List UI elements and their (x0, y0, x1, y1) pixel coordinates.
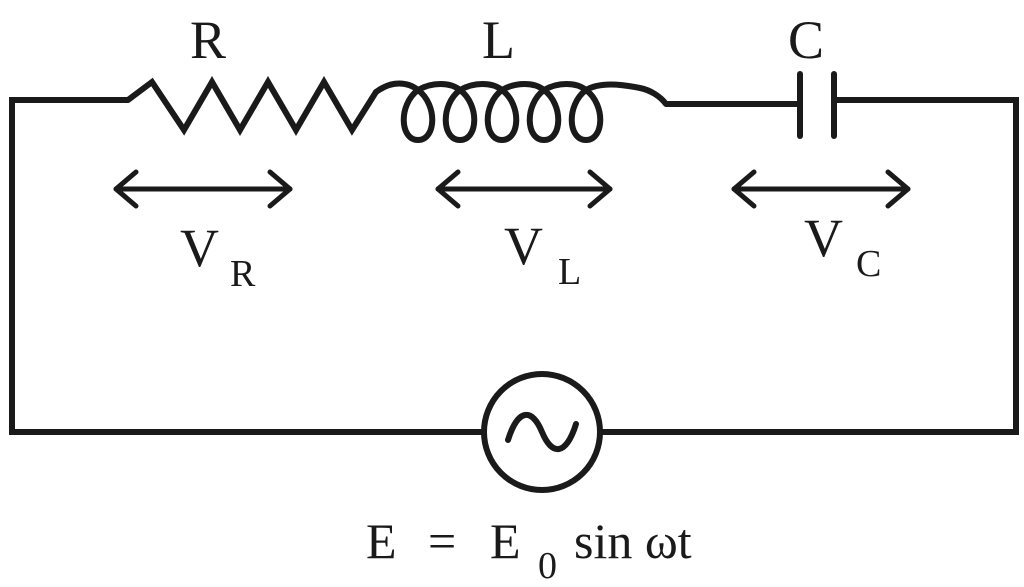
voltage-inductor-main: V (504, 216, 543, 276)
resistor (125, 76, 379, 136)
resistor-label: R (190, 10, 226, 70)
voltage-capacitor-main: V (804, 208, 843, 268)
voltage-inductor-sub: L (558, 251, 581, 293)
voltage-capacitor-sub: C (856, 243, 881, 285)
voltage-resistor-sub: R (230, 253, 256, 295)
equation-rhs-main: E (490, 513, 521, 569)
equation-rhs-sub: 0 (538, 545, 557, 587)
ac-source-icon (481, 371, 603, 493)
voltage-arrow-capacitor (731, 169, 911, 209)
inductor (373, 80, 669, 144)
inductor-label: L (482, 10, 515, 70)
equation-lhs: E (366, 513, 397, 569)
voltage-arrow-inductor (435, 169, 613, 209)
capacitor-label: C (788, 10, 824, 70)
equation-equals: = (428, 513, 456, 569)
wire-top-left (9, 97, 484, 435)
equation-rhs-rest: sin ωt (574, 513, 692, 569)
voltage-resistor-main: V (180, 218, 219, 278)
wire-bottom-right (600, 97, 1019, 435)
voltage-arrow-resistor (113, 169, 293, 209)
